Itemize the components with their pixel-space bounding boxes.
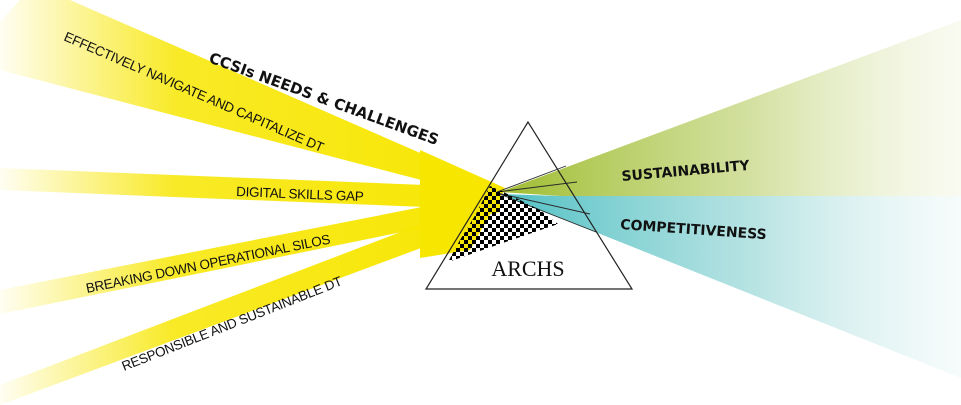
challenge-beam-operational-silos [0,192,500,314]
challenge-label-digital-skills: DIGITAL SKILLS GAP [236,184,364,204]
ray-line [496,181,578,193]
challenge-beam-responsible-dt [0,196,495,405]
challenge-beams [0,0,505,405]
challenge-beam-effectively-navigate [0,0,505,200]
sustainability-beam [500,20,961,196]
competitiveness-beam [500,194,961,378]
challenge-beam-digital-skills [0,168,500,210]
ray-line [496,165,567,193]
challenge-beam-core [420,150,505,258]
outcome-beams [496,20,961,378]
challenge-label-responsible-dt: RESPONSIBLE AND SUSTAINABLE DT [120,274,344,374]
prism-outline [424,120,634,290]
prism-label: ARCHS [491,256,564,281]
